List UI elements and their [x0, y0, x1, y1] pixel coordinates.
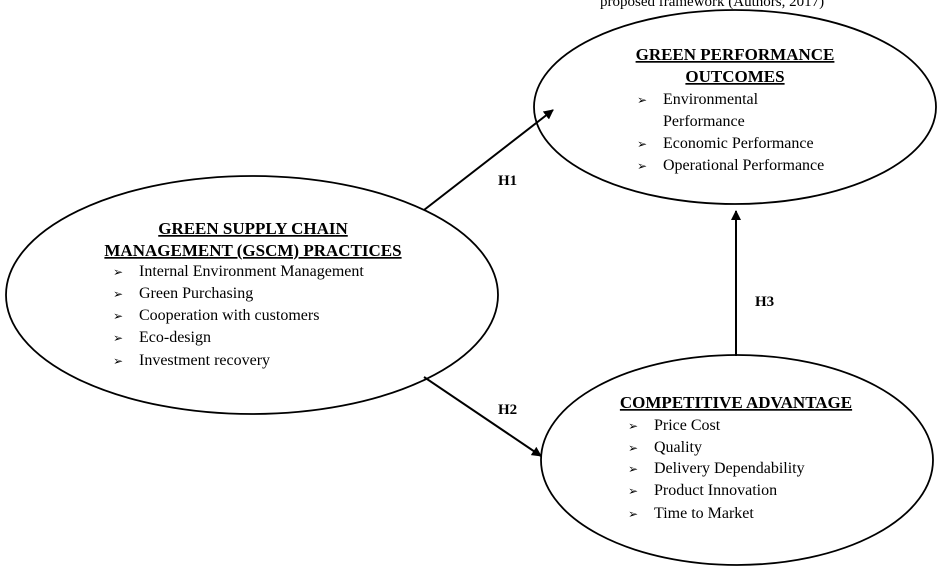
- green-performance-ellipse: [533, 9, 937, 205]
- arrowhead-bullet-icon: ➢: [113, 265, 123, 279]
- gscm-item-label: Cooperation with customers: [139, 307, 319, 324]
- green-performance-item-label: Environmental: [663, 91, 759, 108]
- gscm-item: ➢ Cooperation with customers: [113, 307, 319, 324]
- competitive-advantage-item-label: Product Innovation: [654, 482, 777, 499]
- gscm-item-label: Investment recovery: [139, 352, 270, 369]
- arrowhead-bullet-icon: ➢: [113, 309, 123, 323]
- arrowhead-bullet-icon: ➢: [637, 159, 647, 173]
- arrowhead-bullet-icon: ➢: [637, 137, 647, 151]
- green-performance-item: ➢ Economic Performance: [637, 135, 814, 152]
- green-performance-item-label: Operational Performance: [663, 157, 824, 174]
- gscm-item: ➢ Internal Environment Management: [113, 263, 364, 280]
- h1-label: H1: [498, 173, 517, 189]
- competitive-advantage-ellipse: [540, 354, 934, 566]
- green-performance-item: ➢ Environmental: [637, 91, 759, 108]
- h2-arrow: [423, 376, 542, 457]
- arrowhead-bullet-icon: ➢: [637, 93, 647, 107]
- competitive-advantage-item-label: Time to Market: [654, 505, 754, 522]
- node-gscm-practices: GREEN SUPPLY CHAIN MANAGEMENT (GSCM) PRA…: [5, 175, 499, 415]
- h3-label: H3: [755, 294, 774, 310]
- arrowhead-bullet-icon: ➢: [628, 419, 638, 433]
- competitive-advantage-item: ➢ Quality: [628, 439, 702, 456]
- competitive-advantage-item-label: Quality: [654, 439, 702, 456]
- green-performance-item: ➢ Operational Performance: [637, 157, 824, 174]
- h2-label: H2: [498, 402, 517, 418]
- green-performance-title-line-1: GREEN PERFORMANCE: [636, 45, 835, 64]
- gscm-item: ➢ Eco-design: [113, 329, 211, 346]
- gscm-item-label: Eco-design: [139, 329, 211, 346]
- arrowhead-bullet-icon: ➢: [628, 507, 638, 521]
- node-green-performance-outcomes: GREEN PERFORMANCE OUTCOMES ➢ Environment…: [533, 9, 937, 205]
- arrowhead-bullet-icon: ➢: [113, 287, 123, 301]
- arrowhead-bullet-icon: ➢: [113, 331, 123, 345]
- arrowhead-bullet-icon: ➢: [628, 462, 638, 476]
- arrowhead-bullet-icon: ➢: [628, 484, 638, 498]
- competitive-advantage-item-label: Price Cost: [654, 417, 721, 434]
- competitive-advantage-item: ➢ Delivery Dependability: [628, 460, 805, 477]
- competitive-advantage-title: COMPETITIVE ADVANTAGE: [620, 393, 852, 412]
- gscm-ellipse: [5, 175, 499, 415]
- arrowhead-bullet-icon: ➢: [628, 441, 638, 455]
- node-competitive-advantage: COMPETITIVE ADVANTAGE ➢ Price Cost ➢ Qua…: [540, 354, 934, 566]
- gscm-item: ➢ Investment recovery: [113, 352, 270, 369]
- gscm-title-line-1: GREEN SUPPLY CHAIN: [158, 219, 348, 238]
- competitive-advantage-item: ➢ Product Innovation: [628, 482, 777, 499]
- gscm-title-line-2: MANAGEMENT (GSCM) PRACTICES: [104, 241, 401, 260]
- gscm-item-label: Internal Environment Management: [139, 263, 364, 280]
- gscm-item: ➢ Green Purchasing: [113, 285, 253, 302]
- green-performance-item-continuation: Performance: [663, 113, 745, 130]
- clipped-caption: proposed framework (Authors, 2017): [600, 0, 824, 10]
- arrowhead-bullet-icon: ➢: [113, 354, 123, 368]
- green-performance-item-label: Economic Performance: [663, 135, 814, 152]
- competitive-advantage-item-label: Delivery Dependability: [654, 460, 805, 477]
- competitive-advantage-item: ➢ Time to Market: [628, 505, 754, 522]
- h1-arrow: [423, 109, 554, 211]
- competitive-advantage-item: ➢ Price Cost: [628, 417, 721, 434]
- green-performance-title-line-2: OUTCOMES: [685, 67, 784, 86]
- gscm-item-label: Green Purchasing: [139, 285, 253, 302]
